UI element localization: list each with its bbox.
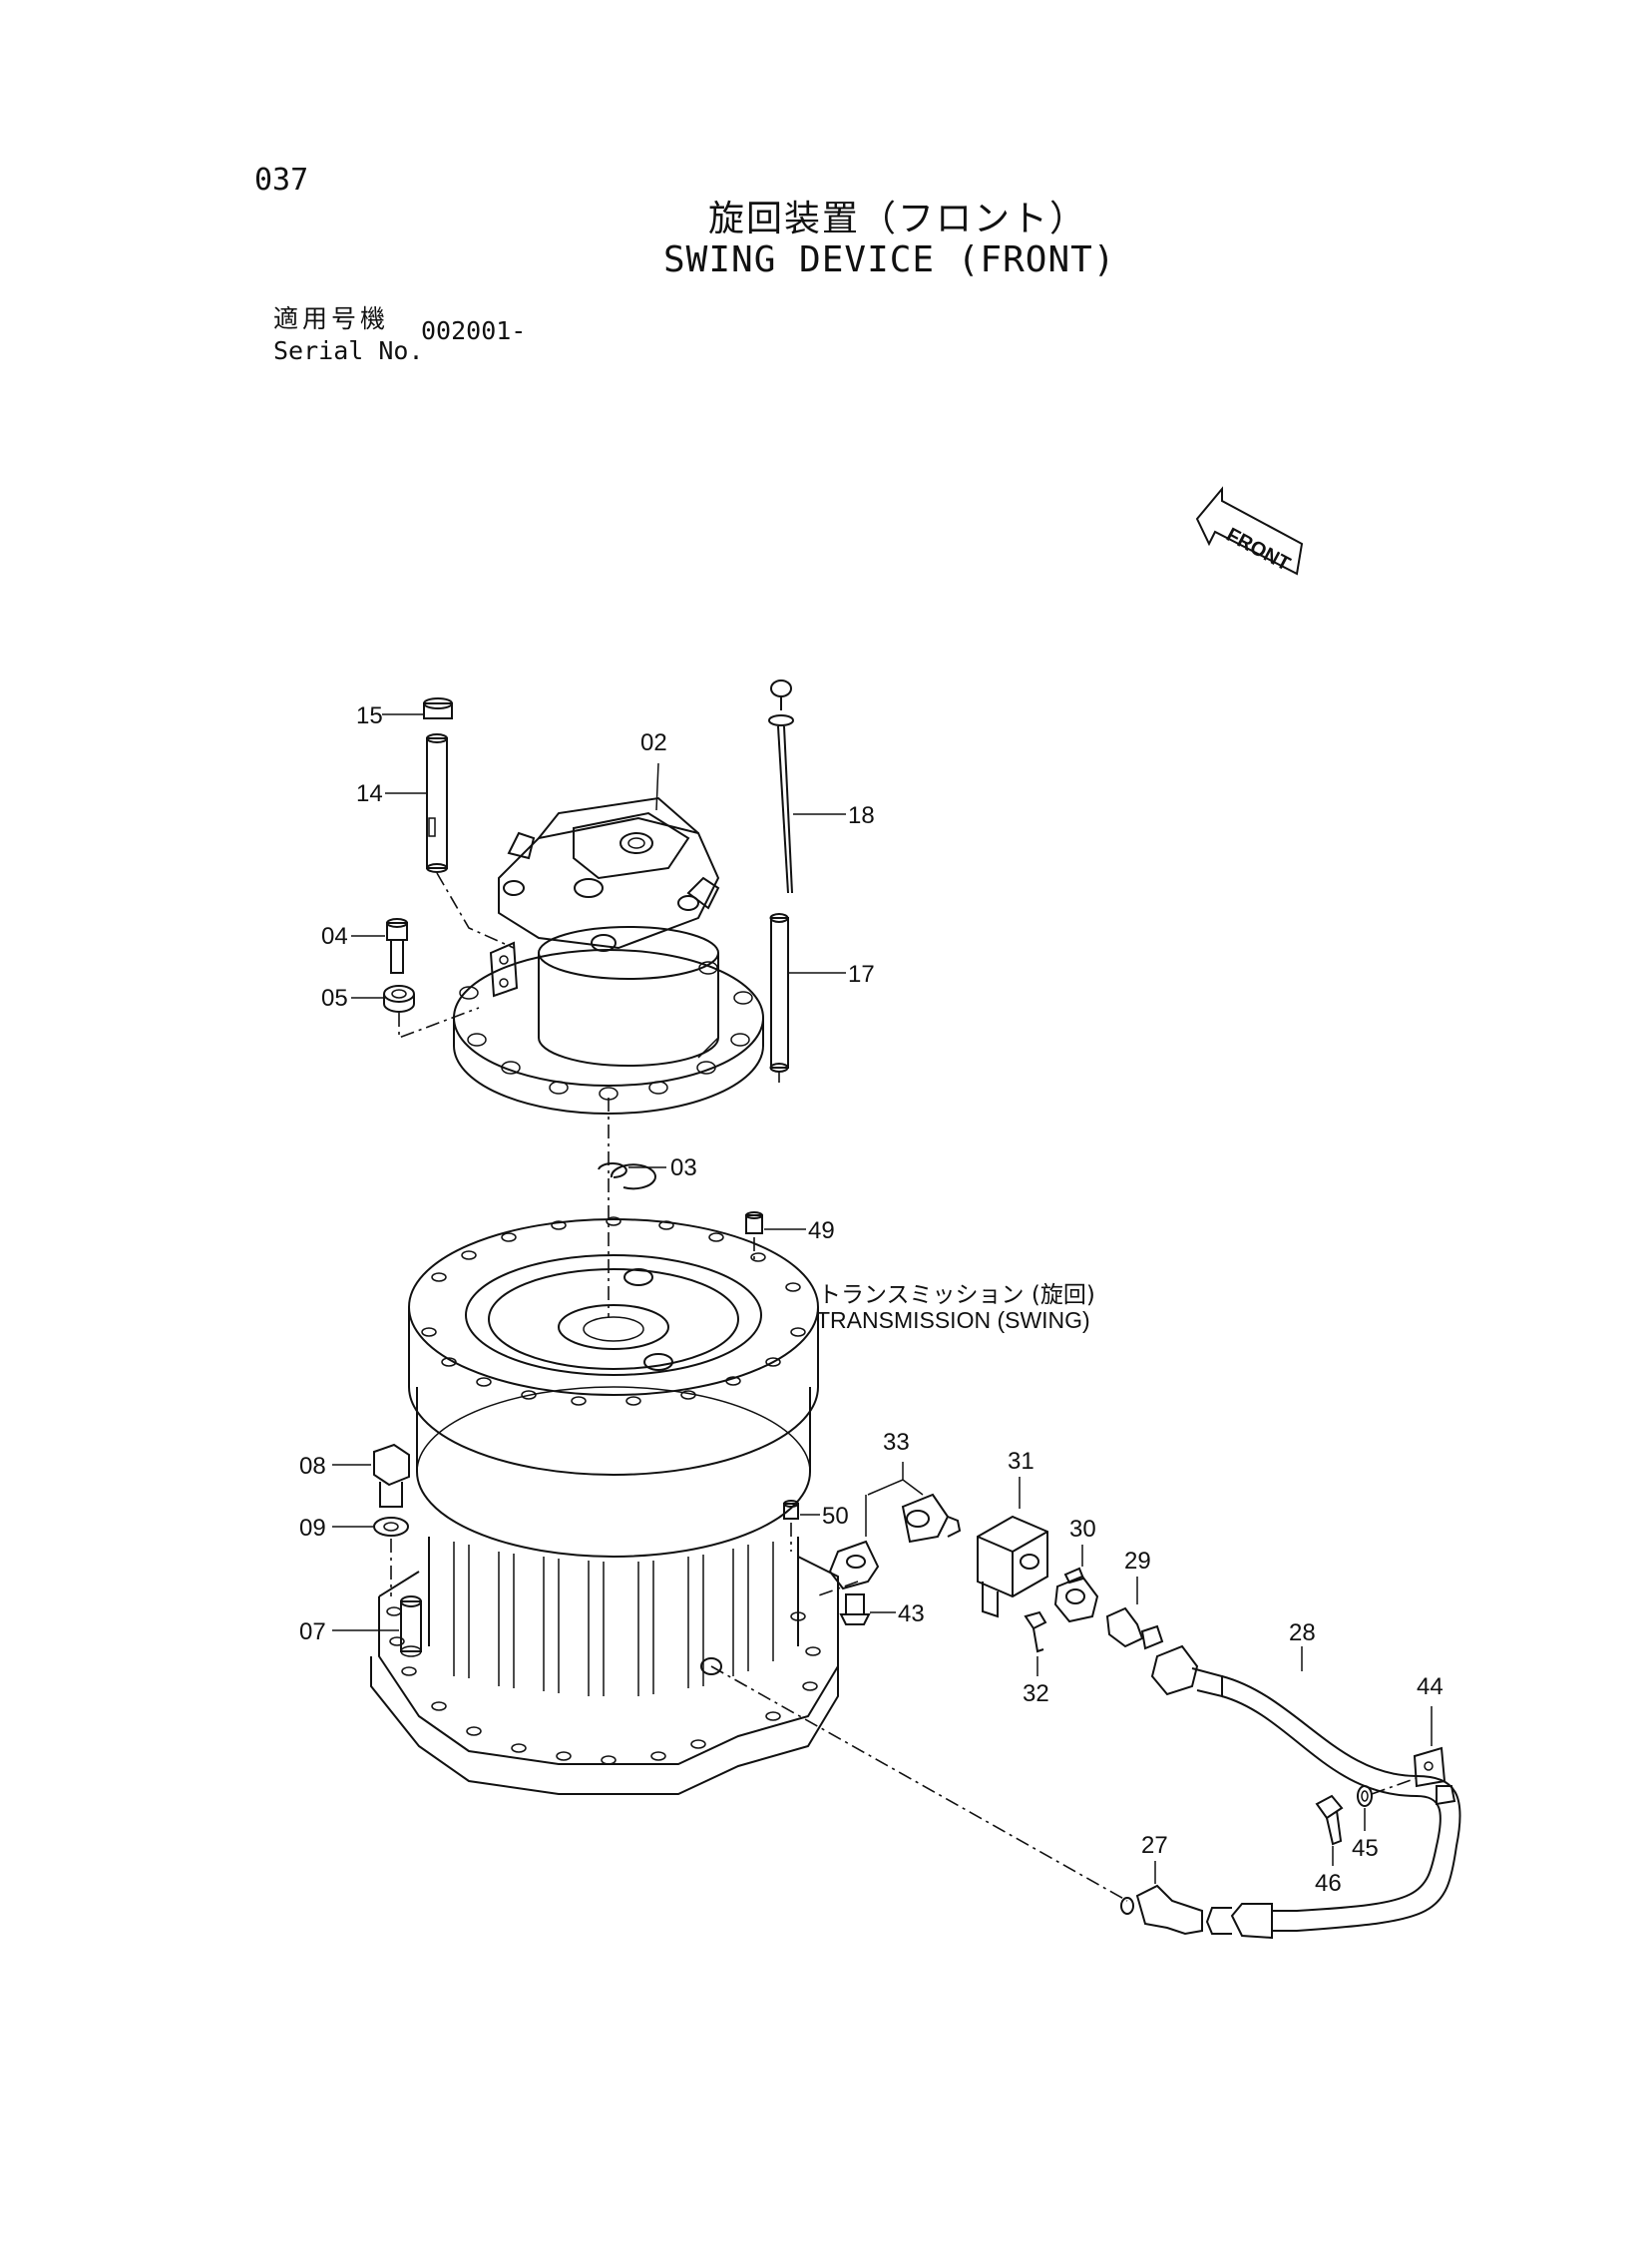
part-label-30: 30 — [1069, 1516, 1096, 1543]
part-label-43: 43 — [898, 1600, 925, 1627]
part-44-clamp — [1413, 1746, 1446, 1788]
part-label-02: 02 — [640, 729, 667, 756]
part-label-08: 08 — [299, 1453, 326, 1480]
part-label-04: 04 — [321, 923, 348, 950]
part-label-33: 33 — [883, 1429, 910, 1456]
part-label-07: 07 — [299, 1618, 326, 1645]
page-title-en: SWING DEVICE (FRONT) — [663, 239, 1116, 280]
part-label-31: 31 — [1008, 1448, 1034, 1475]
part-label-50: 50 — [822, 1503, 849, 1530]
front-arrow-icon: FRONT — [1195, 486, 1304, 576]
part-15-plug — [423, 697, 453, 719]
page-number: 037 — [254, 163, 309, 198]
part-18-dipstick — [768, 680, 794, 894]
transmission-label-en: TRANSMISSION (SWING) — [816, 1307, 1090, 1333]
transmission-housing — [370, 1216, 839, 1795]
part-43-plug — [839, 1593, 871, 1625]
part-label-44: 44 — [1417, 1673, 1444, 1700]
part-28-hose — [1150, 1644, 1461, 1940]
part-30-connector — [1053, 1567, 1099, 1623]
part-label-28: 28 — [1289, 1619, 1316, 1646]
part-27-elbow — [1120, 1884, 1203, 1936]
part-07-pin — [400, 1595, 422, 1657]
part-08-bolt — [373, 1443, 410, 1508]
serial-value: 002001- — [421, 316, 527, 345]
serial-label-en: Serial No. — [273, 336, 424, 365]
leader-02 — [655, 762, 659, 811]
serial-label-jp: 適用号機 — [273, 304, 390, 333]
part-label-45: 45 — [1352, 1835, 1379, 1862]
part-46-bolt — [1315, 1794, 1344, 1846]
part-32-bolt — [1024, 1610, 1047, 1653]
part-05-washer — [383, 985, 415, 1013]
part-49-plug — [745, 1211, 763, 1234]
part-17-pipe — [769, 913, 789, 1073]
front-arrow-label: FRONT — [1223, 524, 1294, 576]
part-31-block — [977, 1515, 1048, 1618]
page-title-jp: 旋回装置（フロント） — [708, 199, 1088, 239]
swing-motor — [453, 796, 764, 1115]
part-45-washer — [1357, 1785, 1373, 1807]
part-label-03: 03 — [670, 1154, 697, 1181]
part-label-14: 14 — [356, 780, 383, 807]
part-label-05: 05 — [321, 985, 348, 1012]
part-29-adaptor — [1105, 1606, 1164, 1650]
part-label-49: 49 — [808, 1217, 835, 1244]
part-label-17: 17 — [848, 961, 875, 988]
part-33-elbow — [828, 1493, 962, 1590]
transmission-label-jp: トランスミッション (旋回) — [818, 1282, 1095, 1308]
part-label-27: 27 — [1141, 1832, 1168, 1859]
part-14-pipe — [426, 733, 448, 873]
part-label-32: 32 — [1023, 1680, 1049, 1707]
part-50-plug — [783, 1500, 799, 1520]
part-03-ring — [598, 1162, 656, 1190]
part-04-bolt — [386, 918, 408, 974]
part-label-46: 46 — [1315, 1870, 1342, 1897]
part-label-18: 18 — [848, 802, 875, 829]
part-label-09: 09 — [299, 1515, 326, 1542]
part-label-15: 15 — [356, 702, 383, 729]
part-09-washer — [373, 1517, 409, 1537]
part-label-29: 29 — [1124, 1548, 1151, 1575]
